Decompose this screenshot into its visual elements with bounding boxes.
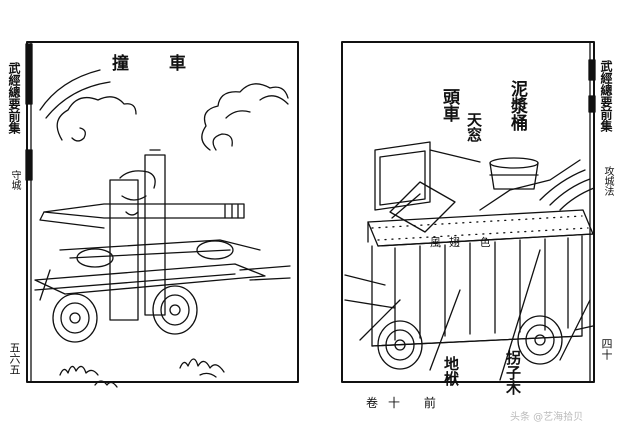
volume-label: 卷十 前 — [366, 396, 446, 410]
label-ground-stakes: 地栿 — [442, 356, 460, 386]
right-page-frame — [341, 41, 595, 383]
right-section-label: 攻城法 — [602, 166, 613, 196]
left-cloud-2 — [201, 83, 289, 151]
right-page-number: 四十 — [600, 338, 613, 360]
battering-ram-cart — [34, 149, 291, 343]
left-cloud-1 — [39, 69, 137, 142]
label-skylight: 天窓 — [465, 112, 483, 142]
left-grass — [59, 358, 225, 388]
label-head-cart: 頭車 — [439, 88, 459, 122]
left-page-frame — [26, 41, 299, 383]
right-margin-title: 武經總要前集 — [599, 60, 613, 132]
label-banner: 風翅 色 — [430, 236, 499, 249]
left-margin-title: 武經總要前集 — [7, 62, 21, 134]
left-page-number: 五六五 — [8, 342, 21, 375]
head-cart — [344, 141, 595, 381]
label-mud-bucket: 泥漿桶 — [507, 80, 527, 131]
watermark: 头条 @艺海拾贝 — [510, 412, 584, 423]
label-crutch-wood: 拐子木 — [504, 350, 522, 395]
left-section-label: 守城 — [9, 170, 20, 190]
left-page-title: 撞車 — [112, 54, 226, 74]
